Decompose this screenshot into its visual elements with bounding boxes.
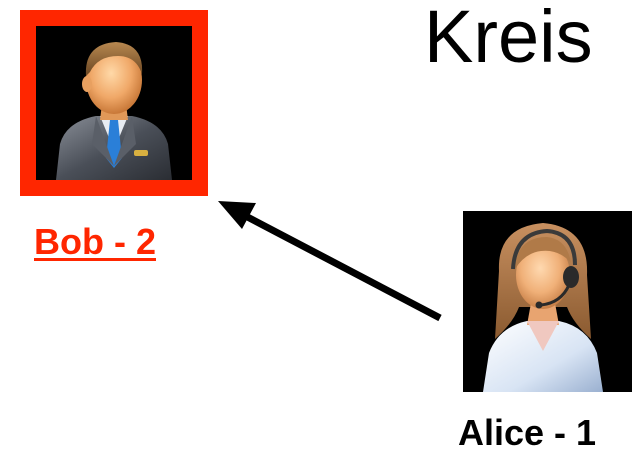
- support-agent-avatar-icon: [483, 223, 603, 392]
- bob-label[interactable]: Bob - 2: [34, 221, 156, 262]
- diagram-title: Kreis: [424, 0, 593, 78]
- bob-avatar[interactable]: [36, 26, 192, 180]
- businessman-avatar-icon: [56, 42, 172, 180]
- alice-label[interactable]: Alice - 1: [458, 412, 597, 453]
- alice-avatar[interactable]: [463, 211, 632, 392]
